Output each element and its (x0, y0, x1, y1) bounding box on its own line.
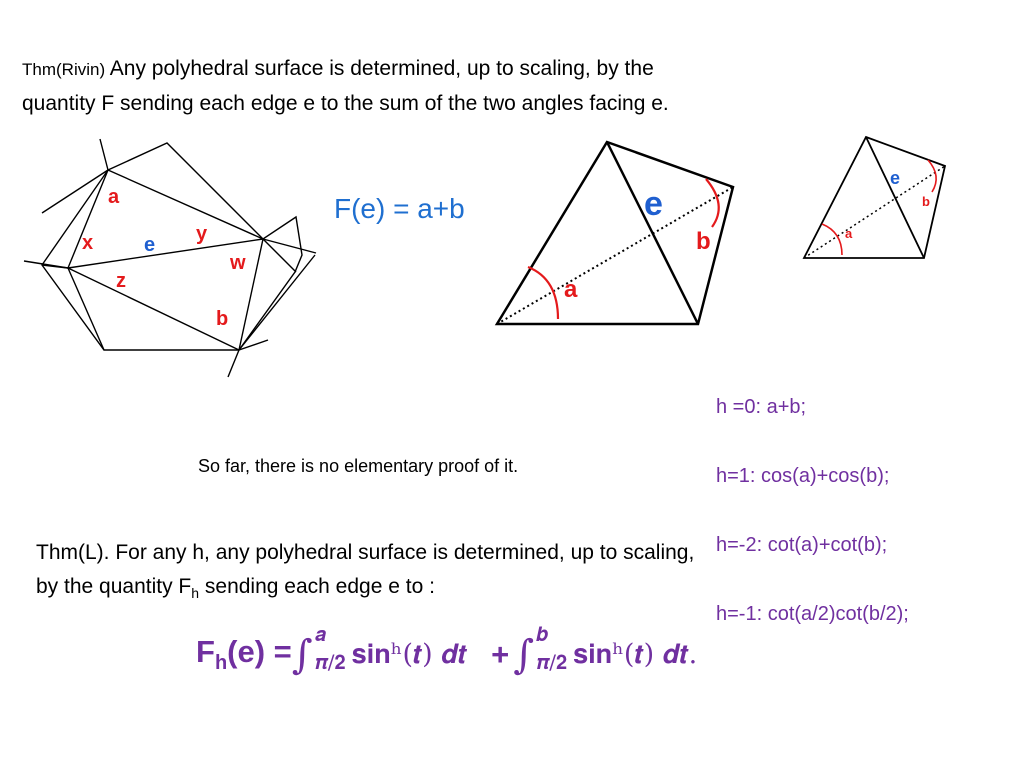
formula-integral-1: ∫ 𝒂 𝝅/𝟐 𝐬𝐢𝐧ʰ(𝒕) 𝒅𝒕 (291, 623, 468, 678)
small-tetra-edges (802, 135, 947, 259)
theorem-l-line2-post: sending each edge e to : (199, 575, 435, 598)
integral-sign-icon: ∫ (291, 632, 313, 678)
formula-int1-lower: 𝝅/𝟐 (314, 650, 346, 674)
theorem-l-line1: Thm(L). For any h, any polyhedral surfac… (36, 541, 695, 564)
big-tetra-label-b: b (696, 228, 711, 255)
integral-sign-icon: ∫ (513, 632, 535, 678)
formula-lhs-sub: h (214, 652, 228, 675)
definition-text: F(e) = a+b (334, 193, 465, 224)
formula-int2-upper: 𝒃 (536, 622, 549, 646)
polygon-edges (23, 138, 317, 378)
main-formula: Fh(e) = ∫ 𝒂 𝝅/𝟐 𝐬𝐢𝐧ʰ(𝒕) 𝒅𝒕 + ∫ 𝒃 𝝅/𝟐 𝐬𝐢𝐧… (196, 623, 698, 678)
definition-formula: F(e) = a+b (334, 193, 465, 225)
formula-plus: + (491, 637, 510, 672)
h-cases-list: h =0: a+b; h=1: cos(a)+cos(b); h=-2: cot… (716, 350, 909, 649)
small-tetra-label-b: b (922, 194, 930, 209)
formula-lhs: Fh(e) = (196, 634, 292, 675)
small-tetrahedron-figure: e b a (802, 135, 947, 259)
formula-integral-1-limits: 𝒂 𝝅/𝟐 (314, 623, 346, 674)
theorem-rivin-line1: Thm(Rivin) Any polyhedral surface is det… (22, 52, 669, 87)
formula-int2-lower: 𝝅/𝟐 (536, 650, 568, 674)
polygon-label-x: x (82, 232, 93, 254)
theorem-rivin-line2: quantity F sending each edge e to the su… (22, 92, 669, 115)
theorem-l-line2: by the quantity Fh sending each edge e t… (36, 570, 694, 610)
big-tetra-angle-arc-b (705, 178, 720, 228)
polygon-label-y: y (196, 223, 208, 245)
h-case-1: h=1: cos(a)+cos(b); (716, 465, 890, 487)
small-tetra-angle-arc-a (821, 223, 843, 256)
big-tetra-label-a: a (564, 276, 578, 303)
theorem-l: Thm(L). For any h, any polyhedral surfac… (36, 536, 694, 610)
theorem-l-line2-sub: h (191, 585, 200, 602)
small-tetra-label-e: e (890, 168, 900, 188)
h-case-3: h=-1: cot(a/2)cot(b/2); (716, 603, 909, 625)
formula-integral-2: ∫ 𝒃 𝝅/𝟐 𝐬𝐢𝐧ʰ(𝒕) 𝒅𝒕. (513, 623, 698, 678)
polygon-label-w: w (229, 252, 246, 274)
theorem-rivin-tag: Thm(Rivin) (22, 60, 106, 79)
small-tetra-label-a: a (845, 226, 853, 241)
polygon-label-b: b (216, 308, 228, 330)
big-tetra-angle-arc-a (527, 265, 560, 320)
note-text: So far, there is no elementary proof of … (198, 456, 519, 476)
formula-int1-upper: 𝒂 (314, 622, 326, 646)
h-case-0: h =0: a+b; (716, 396, 807, 418)
small-tetra-hidden-edge (803, 165, 946, 259)
theorem-rivin-text1: Any polyhedral surface is determined, up… (105, 57, 654, 80)
polygon-label-a: a (108, 186, 120, 208)
formula-int2-body: 𝐬𝐢𝐧ʰ(𝒕) 𝒅𝒕. (573, 639, 698, 670)
polygon-label-e: e (144, 234, 155, 256)
formula-lhs-f: F (196, 634, 215, 670)
big-tetra-hidden-edge (496, 186, 734, 325)
h-case-2: h=-2: cot(a)+cot(b); (716, 534, 888, 556)
formula-lhs-arg: (e) = (227, 634, 292, 670)
polygon-label-z: z (116, 270, 126, 292)
formula-integral-2-limits: 𝒃 𝝅/𝟐 (536, 623, 568, 674)
polygon-triangulation-figure: a x e y w z b (23, 138, 317, 378)
big-tetra-label-e: e (644, 185, 663, 223)
theorem-l-line2-pre: by the quantity F (36, 575, 192, 598)
formula-int1-body: 𝐬𝐢𝐧ʰ(𝒕) 𝒅𝒕 (351, 639, 468, 670)
theorem-rivin: Thm(Rivin) Any polyhedral surface is det… (22, 52, 669, 121)
small-tetra-angle-arc-b (927, 159, 937, 193)
big-tetrahedron-figure: e b a (494, 140, 735, 326)
